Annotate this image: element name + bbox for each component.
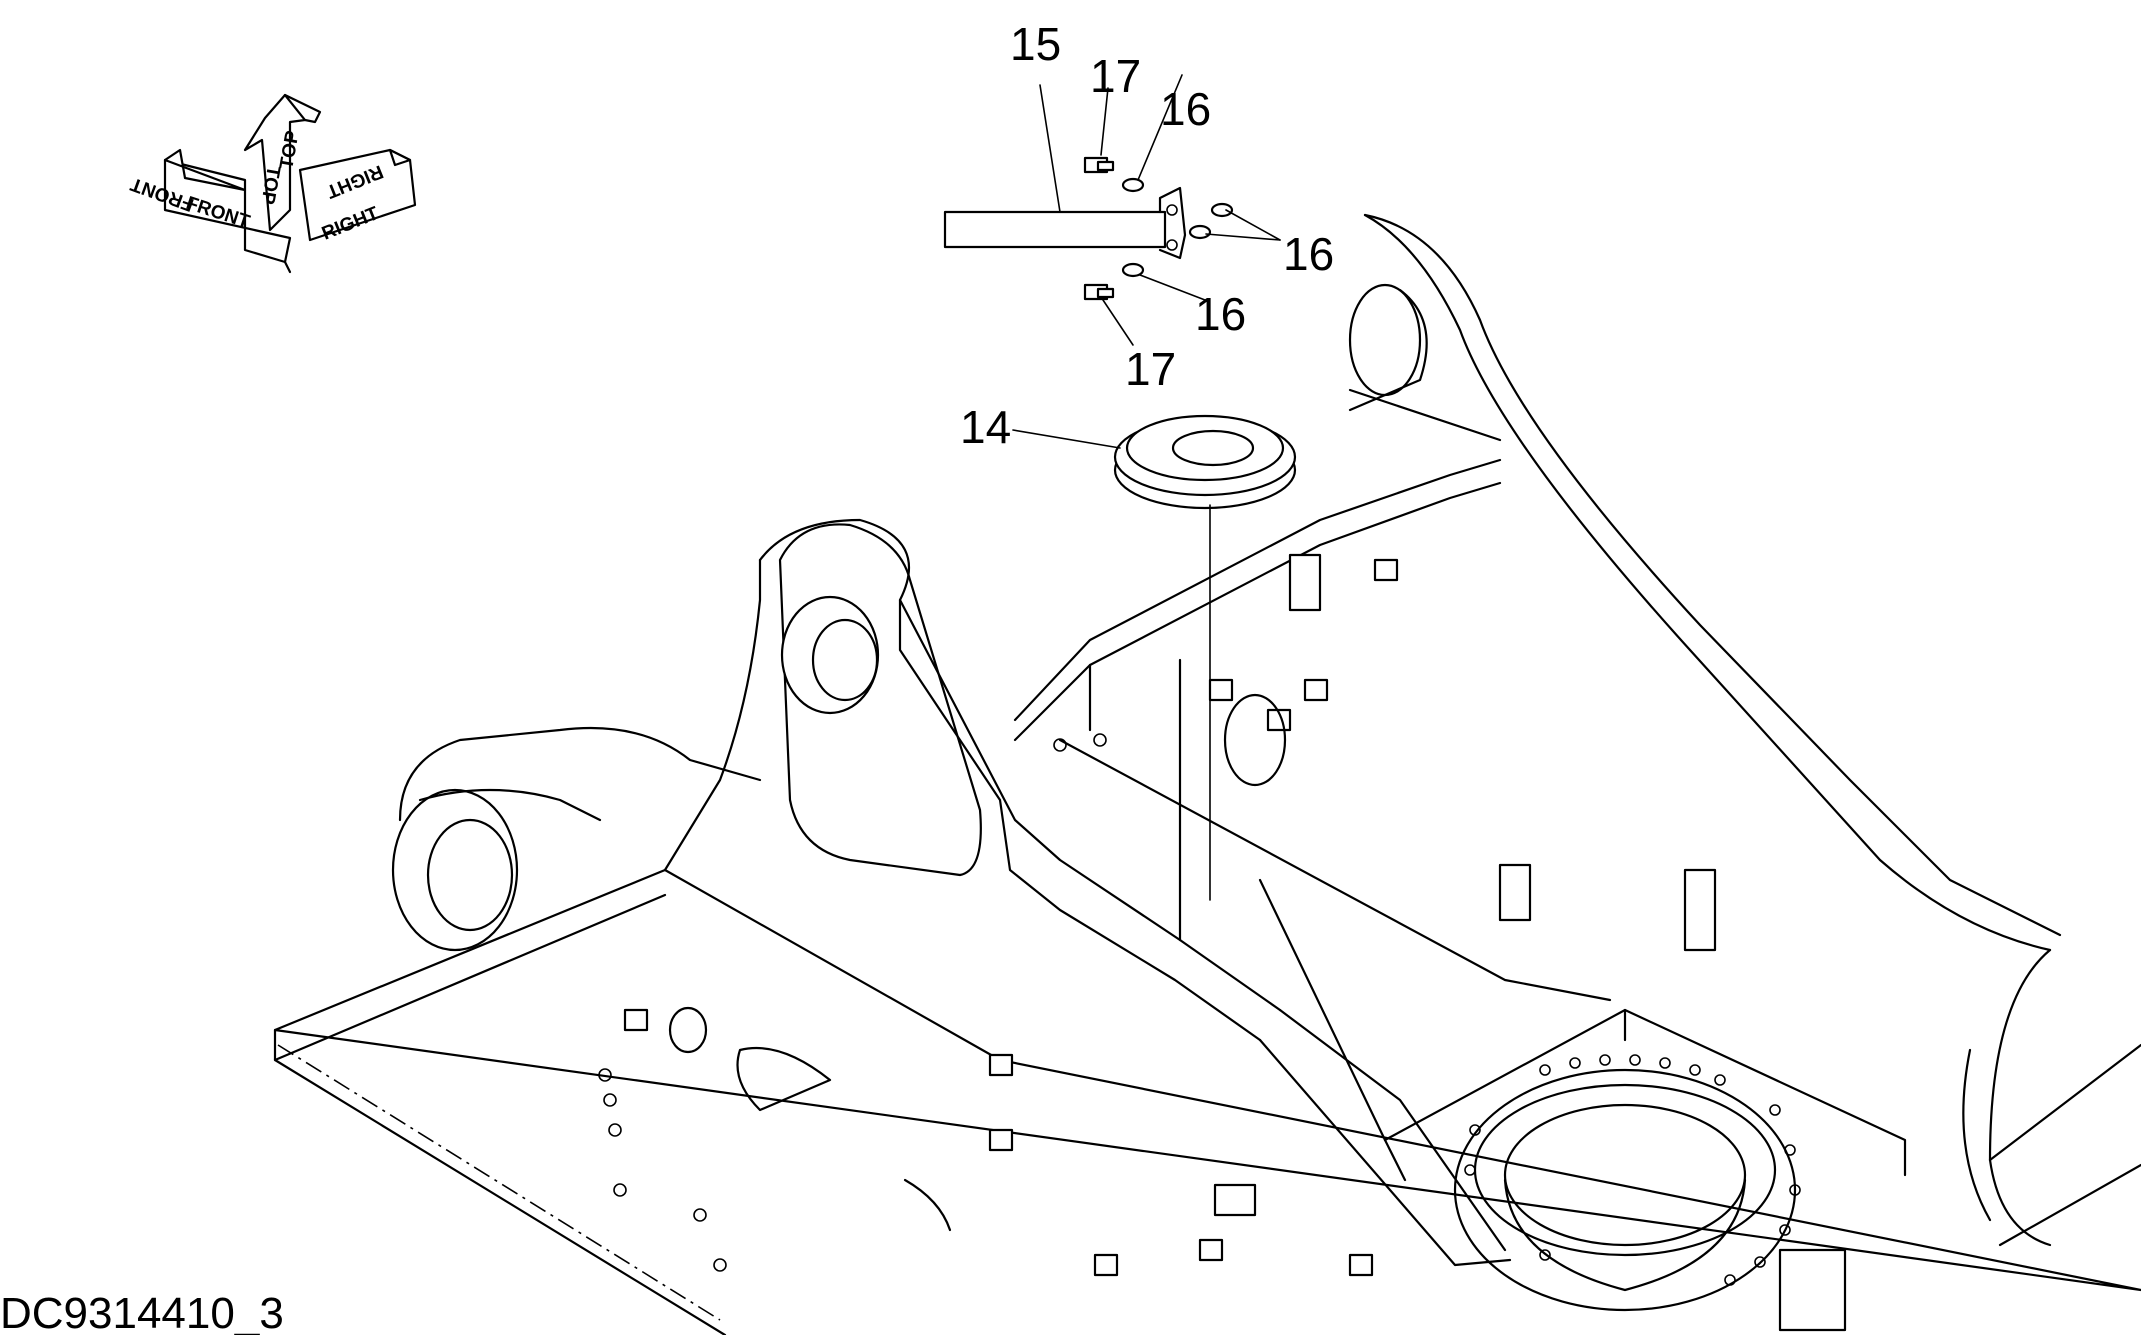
callout-14: 14 (960, 401, 1011, 453)
left-side-wall (663, 518, 1512, 1267)
right-side-wall (1348, 213, 2141, 1247)
orientation-marker: FRONT FRONT TOP TOP RIGHT RIGHT (128, 93, 417, 274)
part-17-bolts (1083, 87, 1134, 346)
callout-labels: 15 17 16 16 16 17 14 (960, 18, 1334, 453)
wire-clips (623, 553, 1847, 1332)
drawing-id: DC9314410_3 (0, 1289, 284, 1335)
swing-bearing (1453, 1054, 1801, 1312)
main-longitudinal-beam (1013, 458, 1612, 1002)
part-15-bar (943, 84, 1187, 260)
boom-foot-plate (778, 523, 982, 877)
callout-17-upper: 17 (1090, 50, 1141, 102)
callout-15: 15 (1010, 18, 1061, 70)
arrow-right-icon (298, 148, 417, 242)
callout-17-lower: 17 (1125, 343, 1176, 395)
arrow-top-icon (243, 93, 322, 232)
callout-16-upper: 16 (1160, 83, 1211, 135)
part-16-washers (1121, 74, 1281, 301)
base-frame (273, 868, 2141, 1335)
left-pin-boss (391, 726, 762, 952)
frame-holes (598, 693, 1287, 1272)
callout-16-right: 16 (1283, 228, 1334, 280)
callout-16-lower: 16 (1195, 288, 1246, 340)
part-14-seal (1012, 414, 1297, 901)
